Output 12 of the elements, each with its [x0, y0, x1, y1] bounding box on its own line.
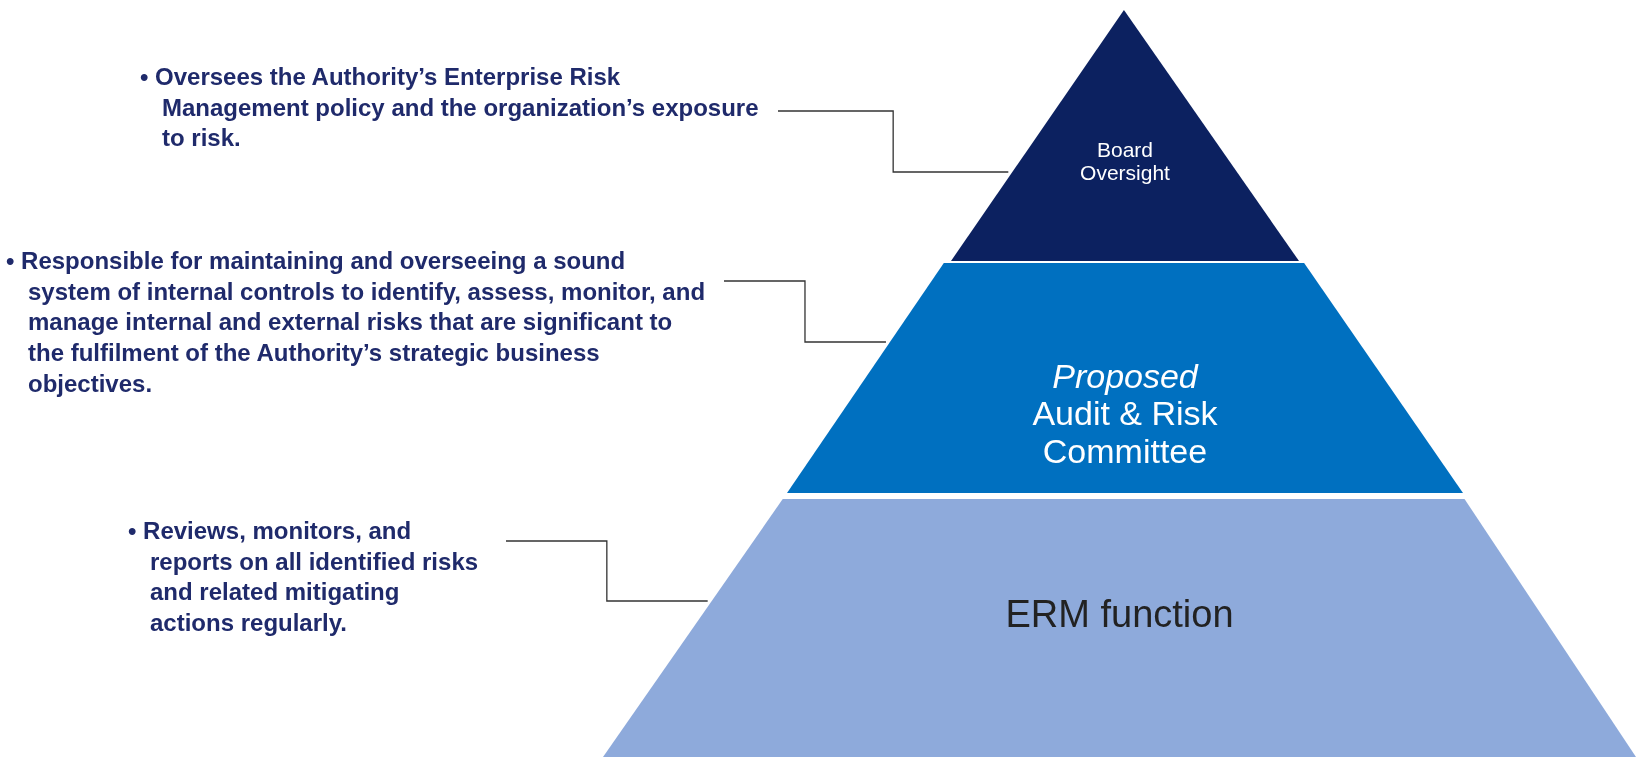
leader-line	[777, 110, 1009, 173]
leader-line	[723, 280, 887, 343]
leader-line	[505, 540, 709, 602]
bullet-note: • Responsible for maintaining and overseeing a sound system of internal controls to identify, assess, monitor, and manage internal and external risks that are significant to the fulfilment of the Authority’s strategic business objectives.	[6, 246, 706, 399]
pyramid-top-tier	[951, 10, 1299, 261]
tier-label: ERM function	[1004, 594, 1235, 636]
bullet-note: • Oversees the Authority’s Enterprise Risk Management policy and the organization’s exposure to risk.	[140, 62, 760, 154]
pyramid-bottom-tier	[603, 499, 1636, 757]
bullet-note: • Reviews, monitors, and reports on all identified risks and related mitigating actions regularly.	[128, 516, 480, 639]
pyramid-middle-tier	[787, 263, 1463, 493]
tier-label: Proposed Audit & Risk Committee	[1031, 358, 1219, 471]
tier-label: Board Oversight	[1079, 138, 1171, 185]
